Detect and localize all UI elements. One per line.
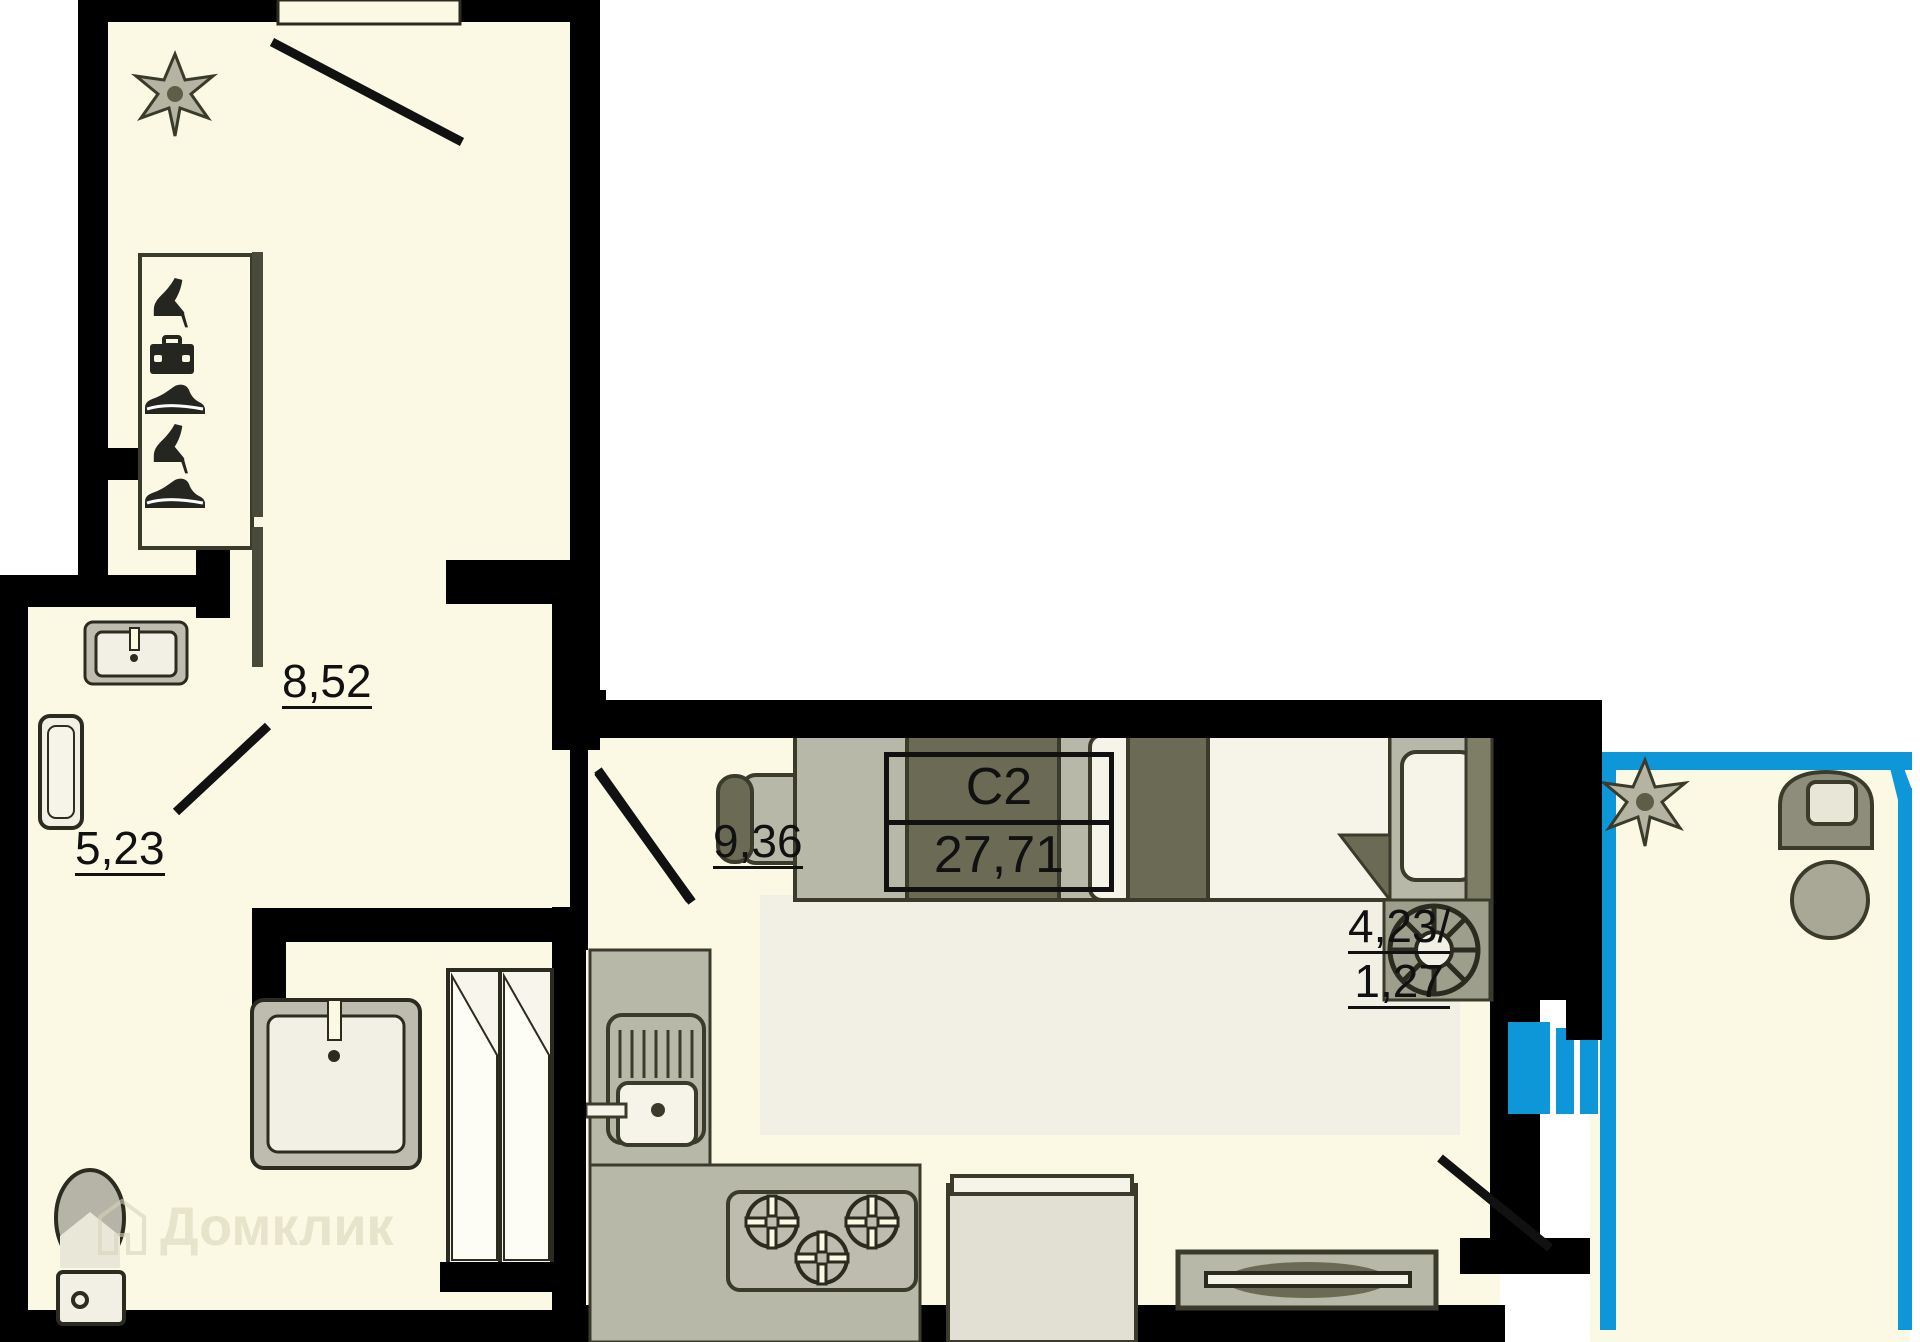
unit-code-box: С2 27,71 bbox=[884, 752, 1114, 893]
gas-stove bbox=[726, 1190, 918, 1292]
tv-console bbox=[1175, 1249, 1439, 1311]
white-space-top-right bbox=[1602, 0, 1920, 752]
unit-total-area: 27,71 bbox=[933, 825, 1065, 884]
area-label-balcony: 4,23/ 1,27 bbox=[1348, 900, 1451, 1009]
area-label-living-kitchen: 9,36 bbox=[713, 818, 803, 869]
hall-floor-low bbox=[286, 607, 570, 907]
area-value-hallway: 8,52 bbox=[282, 655, 372, 709]
balcony bbox=[1598, 752, 1912, 1330]
balcony-door-swing bbox=[1437, 1154, 1553, 1252]
kitchen-sink bbox=[584, 1013, 706, 1147]
bed bbox=[1088, 733, 1392, 905]
area-label-hallway: 8,52 bbox=[282, 658, 372, 709]
living-rug bbox=[762, 898, 1458, 1134]
area-value-balcony-reduced: 1,27 bbox=[1348, 957, 1451, 1009]
fixtures-restore bbox=[38, 0, 696, 1326]
balcony-table bbox=[1790, 860, 1870, 940]
balcony-chair bbox=[1778, 769, 1874, 850]
round-stool bbox=[1382, 898, 1492, 1002]
area-value-living-kitchen: 9,36 bbox=[713, 815, 803, 869]
kitchen-cabinet bbox=[946, 1174, 1138, 1342]
area-value-bathroom: 5,23 bbox=[75, 822, 165, 876]
balcony-glazing bbox=[1898, 788, 1912, 1330]
unit-code: С2 bbox=[889, 757, 1109, 825]
area-label-bathroom: 5,23 bbox=[75, 825, 165, 876]
window-blue-group bbox=[1508, 1022, 1598, 1114]
area-value-balcony-total: 4,23/ bbox=[1348, 900, 1451, 954]
